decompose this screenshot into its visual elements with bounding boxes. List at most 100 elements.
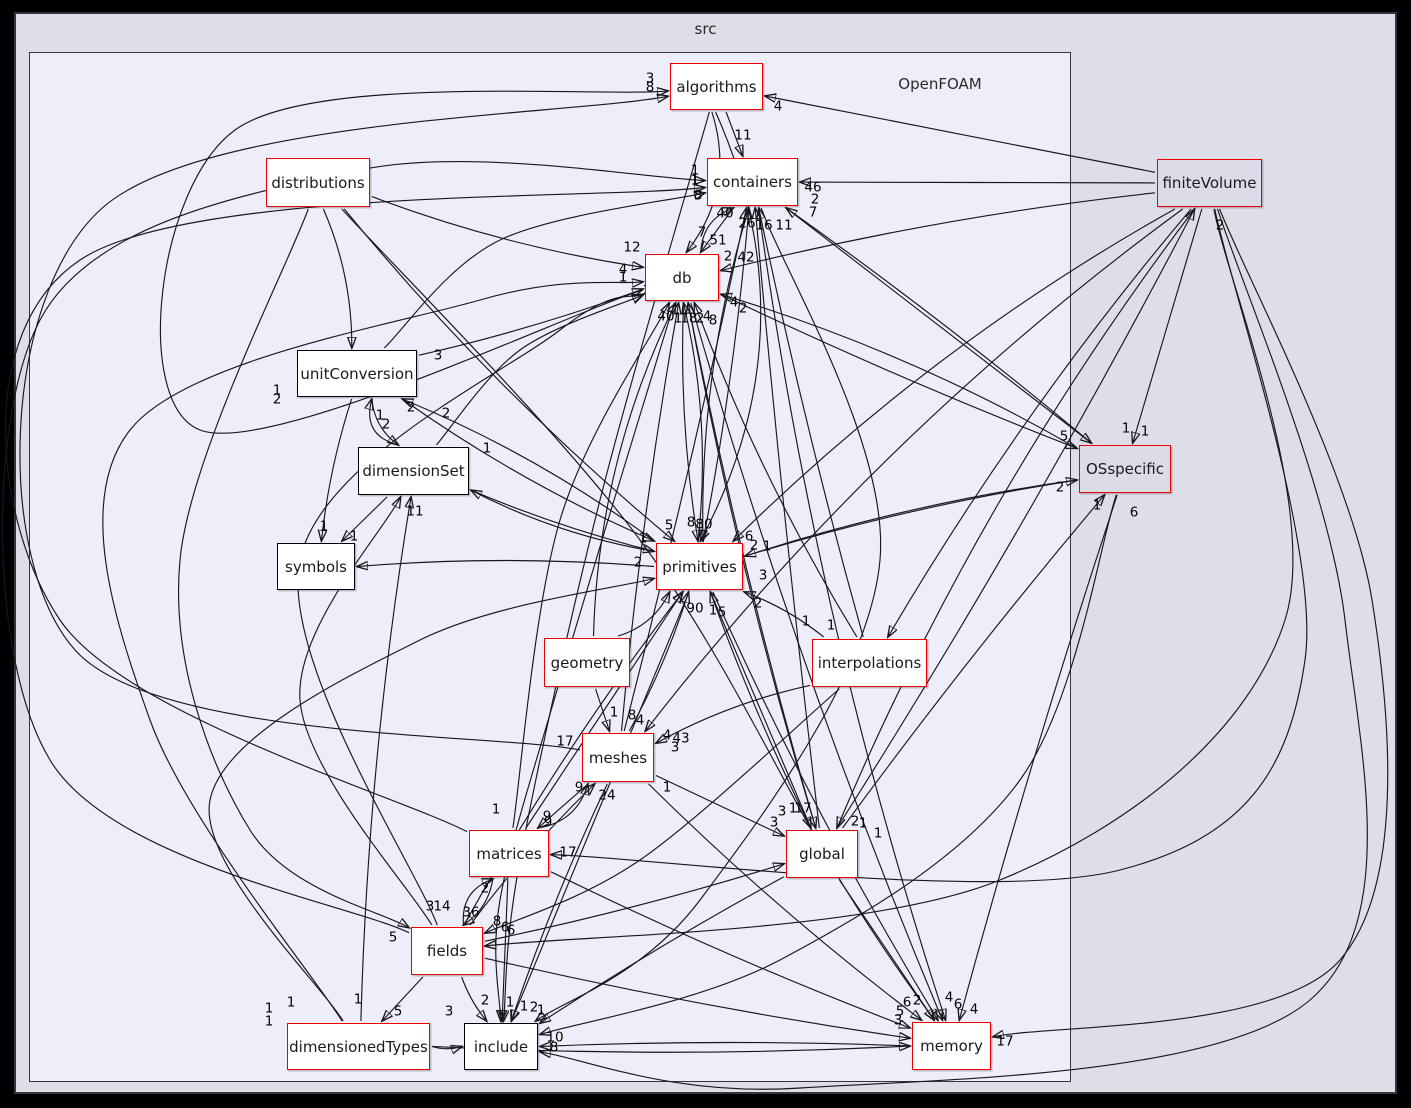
dependency-edge-mat-mem	[550, 871, 910, 1028]
edge-count-label: 3	[433, 347, 443, 364]
edge-count-label: 11	[406, 503, 424, 520]
dependency-edge-fv-db	[721, 192, 1156, 271]
edge-count-label: 6	[1129, 504, 1139, 521]
dependency-edge-interp-mesh	[656, 684, 811, 743]
dependency-edge-mesh-prim	[628, 592, 688, 732]
node-unitConversion[interactable]: unitConversion	[297, 350, 417, 397]
edge-count-label: 4	[729, 294, 739, 311]
node-OSspecific[interactable]: OSspecific	[1079, 445, 1171, 493]
edge-count-label: 8	[645, 79, 655, 96]
dependency-edge-dimT-db	[102, 282, 643, 1022]
node-fields[interactable]: fields	[411, 927, 483, 975]
edge-count-label: 1	[264, 1013, 274, 1030]
edge-count-label: 1	[264, 1000, 274, 1017]
edge-count-label: 1	[272, 382, 282, 399]
dependency-edge-dist-unit	[322, 208, 351, 348]
dependency-edge-fld-mat	[462, 879, 493, 926]
edge-count-label: 1	[319, 518, 329, 535]
edge-count-label: 1	[482, 440, 492, 457]
node-distributions[interactable]: distributions	[266, 158, 370, 207]
edge-count-label: 17	[794, 800, 812, 817]
edge-count-label: 42	[737, 249, 755, 266]
node-geometry[interactable]: geometry	[544, 638, 630, 687]
node-primitives[interactable]: primitives	[656, 543, 743, 590]
edge-count-label: 40	[657, 308, 675, 325]
edge-count-label: 1	[1140, 423, 1150, 440]
dependency-edge-db-cont	[700, 208, 734, 253]
dependency-edge-dims-sym	[342, 496, 388, 541]
dependency-edge-prim-oss	[744, 480, 1077, 557]
dependency-edge-fld-mem	[484, 957, 910, 1038]
node-include[interactable]: include	[464, 1023, 538, 1070]
edge-count-label: 17	[559, 844, 577, 861]
dependency-edge-fld-prim	[463, 592, 683, 926]
dependency-edge-oss-prim	[745, 479, 1078, 556]
edge-count-label: 2	[810, 191, 820, 208]
edge-count-label: 17	[556, 733, 574, 750]
edge-count-label: 1	[491, 801, 501, 818]
edge-count-label: 2	[480, 880, 490, 897]
node-algorithms[interactable]: algorithms	[670, 63, 763, 110]
dependency-edge-cont-oss	[785, 207, 1091, 443]
edge-count-label: 1	[662, 779, 672, 796]
dependency-edge-db-prim	[682, 302, 698, 541]
edge-count-label: 2	[406, 399, 416, 416]
node-containers[interactable]: containers	[707, 158, 798, 206]
edge-count-label: 1	[618, 269, 628, 286]
edge-count-label: 2	[723, 248, 733, 265]
dependency-edge-fld-db	[297, 294, 643, 926]
dependency-edge-dist-db	[371, 196, 643, 268]
dependency-edge-fv-prim	[733, 208, 1176, 541]
dependency-edge-prim-dims	[471, 490, 655, 552]
dependency-edge-prim-cont	[702, 208, 749, 542]
edge-count-label: 2	[441, 405, 451, 422]
edge-count-label: 10	[546, 1029, 564, 1046]
node-symbols[interactable]: symbols	[277, 543, 355, 590]
edge-count-label: 4	[773, 98, 783, 115]
node-global[interactable]: global	[786, 830, 858, 878]
edge-count-label: 43	[672, 730, 690, 747]
node-dimensionedTypes[interactable]: dimensionedTypes	[287, 1023, 430, 1070]
edge-count-label: 2	[749, 537, 759, 554]
dependency-edge-prim-incl	[512, 591, 690, 1021]
edge-count-label: 5	[664, 517, 674, 534]
dependency-edge-fv-incl	[540, 208, 1368, 1090]
node-memory[interactable]: memory	[912, 1022, 991, 1070]
dependency-edge-mat-prim	[525, 592, 683, 829]
edge-count-label: 1	[826, 617, 836, 634]
edge-count-label: 6	[953, 996, 963, 1013]
node-meshes[interactable]: meshes	[582, 733, 654, 782]
edge-count-label: 11	[775, 217, 793, 234]
node-interpolations[interactable]: interpolations	[812, 639, 927, 687]
dependency-edge-fld-incl	[461, 976, 487, 1021]
dependency-edge-unit-sym	[321, 398, 353, 541]
dependency-edge-fv-mesh	[645, 208, 1184, 731]
edge-count-label: 3	[777, 803, 787, 820]
edge-count-label: 18	[680, 310, 698, 327]
edge-count-label: 3	[645, 70, 655, 87]
dependency-edge-glob-oss	[842, 495, 1105, 829]
dependency-edge-interp-db	[694, 303, 858, 638]
edge-count-label: 6	[500, 919, 510, 936]
dependency-edge-dims-db	[435, 295, 643, 446]
edge-count-label: 17	[996, 1033, 1014, 1050]
dependency-edge-dist-fld	[178, 208, 409, 928]
dependency-edge-fv-alg	[765, 96, 1156, 173]
edge-count-label: 3	[670, 739, 680, 756]
edge-count-label: 8	[708, 312, 718, 329]
edge-count-label: 7	[808, 204, 818, 221]
edge-count-label: 12	[623, 239, 641, 256]
dependency-edge-glob-db	[688, 303, 817, 829]
node-matrices[interactable]: matrices	[469, 830, 549, 877]
edge-count-label: 1	[873, 825, 883, 842]
dependency-edge-alg-cont	[725, 111, 743, 156]
edge-count-label: 1	[788, 800, 798, 817]
node-dimensionSet[interactable]: dimensionSet	[358, 447, 469, 495]
node-finiteVolume[interactable]: finiteVolume	[1157, 159, 1262, 207]
dependency-edge-dimT-dims	[360, 497, 411, 1022]
node-db[interactable]: db	[645, 254, 719, 301]
edge-count-label: 4	[702, 308, 712, 325]
dependency-edge-alg-incl	[504, 111, 710, 1021]
edge-count-label: 24	[598, 787, 616, 804]
